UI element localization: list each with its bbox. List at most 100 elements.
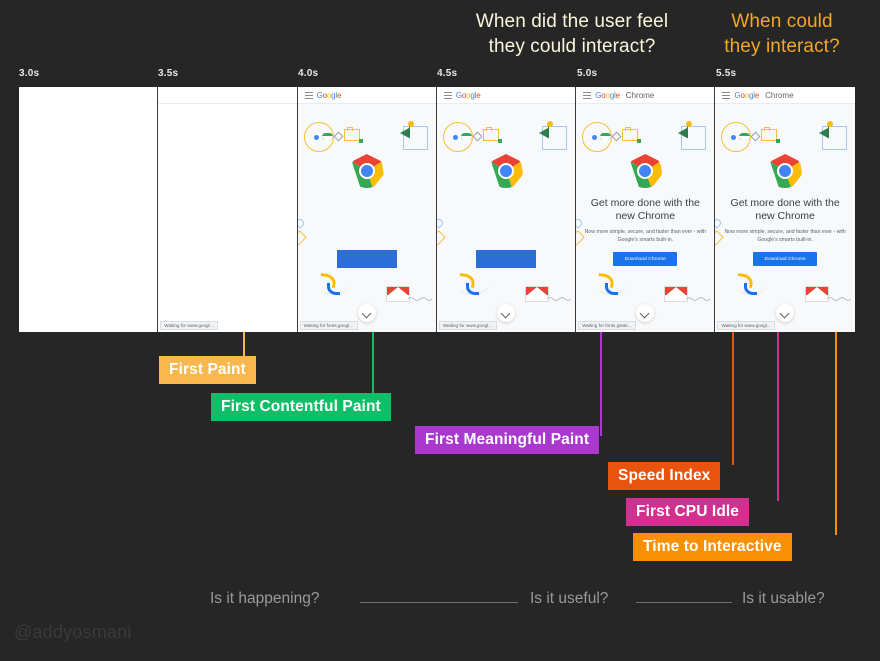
yellow-dot-doodle (407, 121, 414, 127)
chrome-logo-icon (628, 154, 663, 188)
flag-doodle (818, 128, 828, 138)
diamond-doodle (611, 131, 622, 142)
header-could-line1: When could (731, 11, 833, 32)
marker-line-first-contentful-paint (372, 332, 374, 399)
header-could-line2: they interact? (724, 36, 840, 57)
frame-browser-header (158, 87, 297, 104)
chrome-logo-icon (350, 154, 384, 188)
header-question-feel: When did the user feel they could intera… (452, 9, 692, 59)
blue-square-doodle (542, 126, 568, 150)
hamburger-menu-icon[interactable] (304, 91, 313, 99)
circle-outline-doodle (442, 122, 473, 152)
header-feel-line2: they could interact? (488, 36, 656, 57)
hamburger-menu-icon[interactable] (722, 91, 731, 99)
swoosh-blue-doodle (326, 283, 340, 295)
diamond-doodle (472, 131, 483, 142)
page-subcopy: Now more simple, secure, and faster than… (724, 229, 846, 243)
header-feel-line1: When did the user feel (475, 11, 669, 32)
box-doodle (761, 127, 778, 141)
flag-pole-doodle (548, 125, 550, 138)
metric-label-time-to-interactive[interactable]: Time to Interactive (633, 533, 792, 561)
google-wordmark: Google (595, 90, 620, 100)
flag-pole-doodle (687, 125, 689, 138)
frame-page-body (19, 104, 158, 332)
metric-label-first-paint[interactable]: First Paint (159, 356, 256, 384)
green-square-doodle (637, 139, 642, 143)
diamond-doodle (333, 131, 344, 142)
flag-pole-doodle (408, 125, 410, 138)
frame-page-body (297, 104, 436, 332)
page-headline: Get more done with the new Chrome (590, 197, 700, 222)
timeline-tick-4-0s: 4.0s (298, 68, 319, 79)
squiggle-doodle (686, 297, 711, 301)
marker-line-first-cpu-idle (777, 332, 779, 501)
frame-page-body (436, 104, 576, 332)
google-wordmark: Google (734, 90, 760, 100)
marker-line-first-paint (243, 332, 245, 362)
caption-text-0: Is it happening? (210, 590, 320, 607)
hamburger-menu-icon[interactable] (583, 91, 592, 99)
yellow-dot-doodle (826, 121, 833, 127)
chevron-down-icon[interactable] (497, 304, 516, 322)
download-chrome-button[interactable]: Download Chrome (613, 252, 678, 266)
small-pin-doodle (436, 230, 446, 246)
chrome-logo-icon (489, 154, 524, 188)
metric-label-first-contentful-paint[interactable]: First Contentful Paint (211, 393, 391, 421)
blue-dot-doodle (731, 135, 737, 140)
chevron-down-icon[interactable] (776, 304, 795, 322)
page-subcopy: Now more simple, secure, and faster than… (584, 229, 707, 243)
frame-status-text: Waiting for fonts.googl… (299, 321, 358, 330)
filmstrip-frame-3-0s[interactable] (19, 87, 159, 332)
timeline-tick-3-5s: 3.5s (158, 68, 179, 79)
green-square-doodle (358, 139, 363, 143)
marker-line-speed-index (732, 332, 734, 465)
caption-text-1: Is it useful? (530, 590, 609, 607)
metric-label-speed-index[interactable]: Speed Index (608, 462, 721, 490)
caption-divider-1 (636, 602, 732, 603)
filmstrip-frame-3-5s[interactable]: Waiting for www.googl… (158, 87, 298, 332)
caption-text-2: Is it usable? (742, 590, 825, 607)
metric-label-first-meaningful-paint[interactable]: First Meaningful Paint (415, 426, 600, 454)
chevron-down-icon[interactable] (636, 304, 655, 322)
caption-row: Is it happening? Is it useful? Is it usabl… (0, 590, 880, 614)
squiggle-doodle (407, 297, 433, 301)
marker-line-first-meaningful-paint (600, 332, 602, 436)
blue-square-doodle (402, 126, 428, 150)
frame-browser-header: Google (436, 87, 576, 104)
envelope-doodle (525, 286, 550, 302)
blue-dot-doodle (452, 135, 458, 140)
swoosh-blue-doodle (744, 283, 758, 295)
yellow-dot-doodle (547, 121, 554, 127)
swoosh-blue-doodle (605, 283, 619, 295)
timeline-tick-5-0s: 5.0s (577, 68, 598, 79)
box-doodle (482, 127, 499, 141)
hamburger-menu-icon[interactable] (443, 91, 452, 99)
google-wordmark: Google (316, 90, 342, 100)
blue-dot-doodle (313, 135, 319, 140)
download-chrome-button[interactable] (336, 250, 397, 268)
timeline-tick-4-5s: 4.5s (437, 68, 458, 79)
chevron-down-icon[interactable] (357, 304, 376, 322)
map-pin-doodle (436, 217, 445, 229)
google-wordmark: Google (455, 90, 481, 100)
metric-label-first-cpu-idle[interactable]: First CPU Idle (626, 498, 750, 526)
blue-square-doodle (821, 126, 847, 150)
timeline-tick-5-5s: 5.5s (716, 68, 737, 79)
watermark: @addyosmani (14, 622, 132, 642)
green-pill-doodle (600, 133, 612, 140)
download-chrome-button[interactable] (476, 250, 537, 268)
download-chrome-button[interactable]: Download Chrome (753, 252, 818, 266)
frame-status-text: Waiting for www.googl… (438, 321, 497, 330)
timeline-tick-3-0s: 3.0s (19, 68, 40, 79)
green-square-doodle (776, 139, 781, 143)
small-pin-doodle (297, 230, 307, 246)
squiggle-doodle (547, 297, 572, 301)
brand-suffix-label: Chrome (765, 90, 794, 100)
squiggle-doodle (826, 297, 852, 301)
flag-doodle (399, 128, 409, 138)
brand-suffix-label: Chrome (625, 90, 655, 100)
